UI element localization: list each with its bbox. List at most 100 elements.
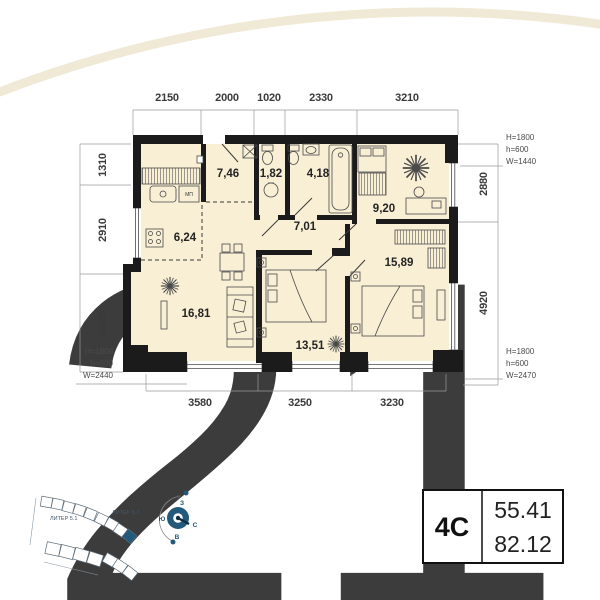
- bathtub: [328, 144, 353, 214]
- bed-single: [357, 145, 387, 173]
- bathroom-fixtures: [287, 143, 353, 214]
- appliance-label: МП: [185, 192, 193, 198]
- room-area-corridor: 7,01: [294, 221, 317, 233]
- spec-line: H=1800: [85, 347, 114, 356]
- hallway-cabinet: [242, 144, 258, 159]
- bedroom-top-furniture: [357, 145, 447, 215]
- window-bedroom-right: [449, 282, 458, 351]
- spec-line: H=1800: [506, 347, 535, 356]
- dining-set: [219, 243, 245, 281]
- dim-top-5: 3210: [395, 92, 419, 104]
- bedroom-bottom-furniture: [256, 257, 345, 353]
- stove: [145, 228, 164, 248]
- room-area-bedroom-top: 9,20: [373, 203, 395, 215]
- window-spec-bottom-left: H=1800 h=600 W=2440: [83, 347, 114, 380]
- compass-south: Ю: [159, 516, 166, 523]
- toilet-tank: [261, 144, 274, 152]
- entrance-door-leaf: [221, 143, 239, 163]
- room-area-bedroom-right: 15,89: [385, 257, 414, 269]
- washbasin: [302, 143, 320, 156]
- room-area-labels: 7,46 1,82 4,18 9,20 7,01 6,24 16,81 15,8…: [174, 168, 414, 352]
- compass-dot-top: [183, 490, 189, 496]
- room-area-hallway: 7,46: [217, 168, 239, 180]
- window-spec-annotations: H=1800 h=600 W=1440 H=1800 h=600 W=2470 …: [83, 133, 537, 380]
- toilet-tank: [287, 144, 300, 152]
- site-label-left: ЛИТЕР 5.1: [50, 516, 77, 522]
- plant-icon: [401, 153, 431, 183]
- room-area-bedroom-bottom: 13,51: [296, 340, 325, 352]
- site-plan: ЛИТЕР 5.1 ЛИТЕР 5.2: [29, 495, 139, 582]
- spec-line: h=600: [506, 359, 529, 368]
- spec-line: h=600: [91, 359, 114, 368]
- wardrobe-small: [427, 247, 446, 269]
- dim-top-2: 2000: [215, 92, 239, 104]
- spec-line: H=1800: [506, 133, 535, 142]
- chair: [413, 186, 425, 198]
- wc-fixtures: [261, 144, 279, 198]
- living-room-furniture: [160, 276, 254, 348]
- compass-arc: [159, 495, 182, 542]
- bed-double: [265, 269, 327, 323]
- compass-east: В: [175, 534, 180, 541]
- nightstand: [350, 323, 361, 334]
- compass-dot-bottom: [170, 539, 176, 545]
- street-line: [29, 497, 37, 546]
- kitchen-sink: [149, 185, 177, 203]
- wardrobe: [358, 172, 387, 196]
- bedroom-bottom-door-leaf: [315, 254, 335, 272]
- window-kitchen-left: [133, 207, 141, 259]
- spec-line: h=600: [506, 145, 529, 154]
- dim-top-4: 2330: [309, 92, 333, 104]
- window-living-bottom: [186, 361, 263, 372]
- kitchen-zone-dashed-line: [141, 201, 254, 261]
- windows: [133, 162, 458, 372]
- bed-double: [361, 285, 425, 337]
- bedroom-right-furniture: [350, 229, 446, 337]
- spec-line: W=2470: [506, 371, 537, 380]
- walls: [123, 135, 463, 372]
- unit-total-area: 82.12: [494, 531, 552, 557]
- unit-card-border: [422, 489, 564, 564]
- dim-bottom-2: 3250: [288, 397, 312, 409]
- appliance-box: [178, 185, 200, 203]
- dim-right-2: 4920: [478, 291, 490, 315]
- dim-left-1: 1310: [97, 153, 109, 177]
- window-spec-bottom-right: H=1800 h=600 W=2470: [506, 347, 537, 380]
- bench: [436, 289, 446, 321]
- unit-living-area: 55.41: [494, 497, 552, 523]
- unit-info-card: 4С 55.41 82.12: [422, 489, 564, 564]
- window-spec-top-right: H=1800 h=600 W=1440: [506, 133, 537, 166]
- compass-north: С: [193, 522, 198, 529]
- dimension-labels: 2150 2000 1020 2330 3210 1310 2910 3430 …: [97, 92, 490, 409]
- dim-top-1: 2150: [155, 92, 179, 104]
- dim-bottom-3: 3230: [380, 397, 404, 409]
- apartment-plan: 7,46 1,82 4,18 9,20 7,01 6,24 16,81 15,8…: [123, 135, 463, 372]
- desk: [405, 197, 447, 215]
- kitchen-furniture: [141, 155, 204, 248]
- dim-right-1: 2880: [478, 172, 490, 196]
- nightstand: [256, 327, 267, 338]
- nightstand: [256, 257, 267, 268]
- room-area-bathroom: 4,18: [307, 168, 330, 180]
- dim-top-3: 1020: [257, 92, 281, 104]
- toilet-icon: [262, 151, 273, 165]
- kitchen-counter: [141, 167, 201, 185]
- plant-icon: [327, 335, 345, 353]
- window-bedroom-right-bottom: [367, 361, 434, 372]
- building-row-bottom: [44, 541, 139, 582]
- bedroom-top-door-leaf: [338, 223, 357, 241]
- window-bedroom-top-right: [449, 162, 458, 208]
- nightstand: [350, 271, 361, 282]
- compass-arrowhead: [177, 495, 181, 499]
- plant-icon: [160, 276, 180, 296]
- bathroom-door-leaf: [294, 197, 313, 216]
- dim-left-2: 2910: [97, 218, 109, 242]
- watermark-ring: [0, 7, 600, 97]
- room-area-kitchen: 6,24: [174, 232, 197, 244]
- electric-panel: [196, 155, 204, 164]
- dimension-extension-lines: [76, 109, 503, 392]
- highlighted-building-block: [121, 528, 138, 545]
- dim-left-3: 3430: [97, 311, 109, 335]
